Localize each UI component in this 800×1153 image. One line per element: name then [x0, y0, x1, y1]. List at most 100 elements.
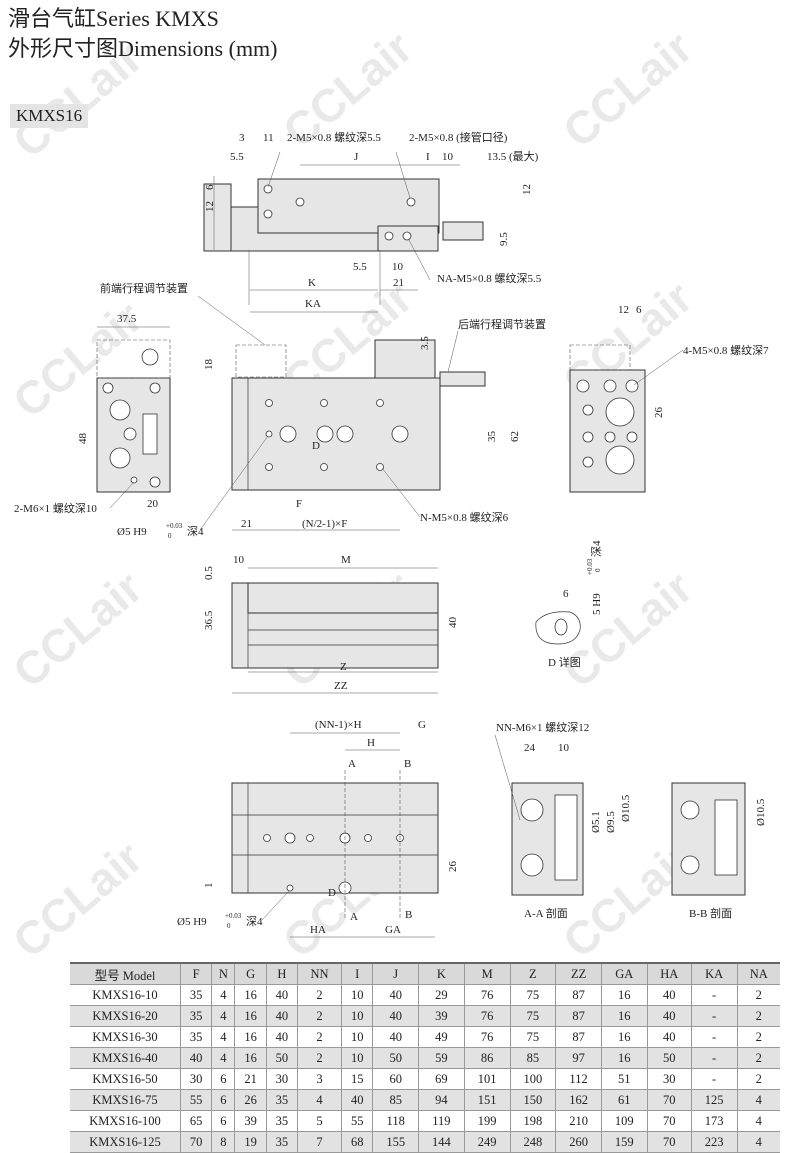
value-cell: 4: [736, 1089, 780, 1111]
value-cell: 30: [646, 1068, 692, 1090]
dimension-label: D 详图: [548, 655, 581, 669]
column-header: KA: [690, 963, 737, 985]
dimension-label: (NN-1)×H: [315, 719, 362, 731]
value-cell: 2: [736, 1047, 780, 1069]
dimension-label: 2-M5×0.8 螺纹深5.5: [287, 130, 381, 144]
dimension-label: ZZ: [334, 680, 348, 692]
value-cell: 55: [179, 1089, 212, 1111]
model-tag: KMXS16: [10, 104, 89, 128]
dimension-label: 6: [636, 304, 642, 316]
dimension-label: 0: [227, 922, 231, 930]
value-cell: 2: [736, 1068, 780, 1090]
model-cell: KMXS16-40: [92, 1050, 158, 1065]
column-header: N: [211, 963, 235, 985]
dimension-label: 40: [447, 617, 459, 629]
value-cell: 4: [211, 1047, 235, 1069]
dimension-label: Ø5.1: [590, 811, 602, 833]
value-cell: 249: [463, 1131, 510, 1153]
value-cell: 76: [463, 1005, 510, 1027]
dimension-label: G: [418, 719, 426, 731]
value-cell: 26: [234, 1089, 267, 1111]
dimension-label: 48: [77, 433, 89, 445]
value-cell: -: [690, 984, 737, 1006]
value-cell: 10: [341, 1005, 373, 1027]
value-cell: 260: [555, 1131, 602, 1153]
value-cell: 4: [211, 1026, 235, 1048]
dimension-label: N-M5×0.8 螺纹深6: [420, 510, 509, 524]
dimension-label: NA-M5×0.8 螺纹深5.5: [437, 271, 542, 285]
value-cell: 16: [234, 1026, 267, 1048]
value-cell: 248: [509, 1131, 556, 1153]
value-cell: 2: [296, 1005, 342, 1027]
value-cell: 7: [296, 1131, 342, 1153]
dimension-label: K: [308, 277, 316, 289]
value-cell: 59: [418, 1047, 465, 1069]
column-header: ZZ: [555, 963, 602, 985]
dimension-label: 1: [203, 883, 215, 889]
column-header: HA: [646, 963, 692, 985]
value-cell: 40: [372, 1005, 419, 1027]
value-cell: 4: [736, 1110, 780, 1132]
dimension-label: 21: [393, 277, 404, 289]
value-cell: 35: [265, 1110, 298, 1132]
dimension-label: 4-M5×0.8 螺纹深7: [683, 343, 769, 357]
dimension-label: A: [350, 911, 358, 923]
dimension-label: 21: [241, 518, 252, 530]
dimension-label: 10: [233, 554, 245, 566]
value-cell: 101: [463, 1068, 510, 1090]
watermark-text: CCLair: [553, 561, 702, 698]
value-cell: 16: [600, 1026, 648, 1048]
dimension-label: 13.5 (最大): [487, 149, 539, 163]
value-cell: 65: [179, 1110, 212, 1132]
model-cell: KMXS16-20: [92, 1008, 158, 1023]
value-cell: 39: [418, 1005, 465, 1027]
value-cell: 68: [341, 1131, 373, 1153]
value-cell: 30: [179, 1068, 212, 1090]
value-cell: 70: [646, 1110, 692, 1132]
dimensions-title: 外形尺寸图Dimensions (mm): [8, 36, 278, 61]
top-view: 3 11 2-M5×0.8 螺纹深5.5 2-M5×0.8 (接管口径) 5.5…: [203, 130, 542, 313]
value-cell: 198: [509, 1110, 556, 1132]
dimension-label: D: [312, 440, 320, 452]
dimension-label: 10: [558, 742, 570, 754]
value-cell: 119: [418, 1110, 465, 1132]
value-cell: 60: [372, 1068, 419, 1090]
value-cell: 2: [736, 1026, 780, 1048]
value-cell: 2: [296, 984, 342, 1006]
value-cell: 70: [179, 1131, 212, 1153]
dimension-label: 3: [239, 132, 245, 144]
dimension-label: A: [348, 758, 356, 770]
value-cell: 4: [296, 1089, 342, 1111]
dimension-label: 10: [442, 151, 454, 163]
value-cell: 21: [234, 1068, 267, 1090]
value-cell: 40: [265, 1026, 298, 1048]
dimension-label: GA: [385, 924, 401, 936]
dimension-label: HA: [310, 924, 326, 936]
dimension-label: Z: [340, 661, 347, 673]
value-cell: 75: [509, 984, 556, 1006]
value-cell: 16: [234, 984, 267, 1006]
column-header: 型号 Model: [94, 968, 156, 983]
value-cell: 55: [341, 1110, 373, 1132]
value-cell: 51: [600, 1068, 648, 1090]
column-header: NN: [296, 963, 342, 985]
column-header: G: [234, 963, 267, 985]
model-cell: KMXS16-30: [92, 1029, 158, 1044]
dimension-label: M: [341, 554, 351, 566]
value-cell: 162: [555, 1089, 602, 1111]
value-cell: 2: [736, 984, 780, 1006]
dimension-label: 18: [203, 359, 215, 371]
value-cell: 87: [555, 1026, 602, 1048]
column-header: J: [372, 963, 419, 985]
dimension-label: 5 H9: [591, 593, 603, 615]
value-cell: 210: [555, 1110, 602, 1132]
dimension-label: 9.5: [498, 232, 510, 246]
value-cell: 40: [341, 1089, 373, 1111]
side-view: 10 M 0.5 36.5 40 Z ZZ: [203, 554, 459, 694]
value-cell: 86: [463, 1047, 510, 1069]
dimension-label: 6: [563, 588, 569, 600]
